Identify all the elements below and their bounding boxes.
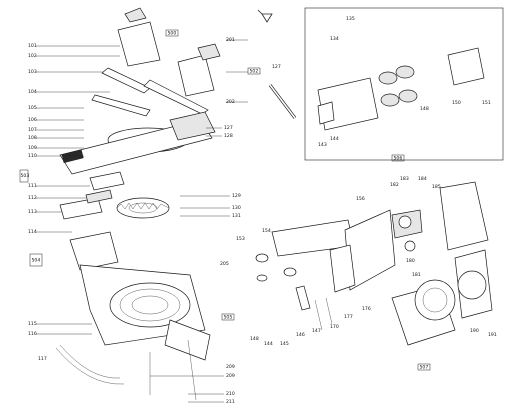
box-label: 502 [250,69,259,75]
callout: 144 [264,341,273,347]
callout: 144 [330,136,339,142]
callout: 170 [330,324,339,330]
callout: 151 [482,100,491,106]
callout: 114 [28,229,37,235]
orientation-arrow-icon [257,9,273,23]
callout: 210 [226,391,235,397]
callout: 113 [28,209,37,215]
boxed-labels: 500 502 503 504 505 506 507 [19,29,431,371]
callout: 105 [28,105,37,111]
callout: 185 [432,184,441,190]
callout: 112 [28,195,37,201]
callout: 176 [362,306,371,312]
shaft-parts [149,84,355,401]
box-label: 507 [420,365,429,371]
callout: 190 [470,328,479,334]
callout: 111 [28,183,37,189]
callout: 106 [28,117,37,123]
callout: 184 [418,176,427,182]
callout: 153 [236,236,245,242]
callout: 129 [232,193,241,199]
callout: 202 [226,99,235,105]
callout: 183 [400,176,409,182]
callout: 127 [224,125,233,131]
callout: 205 [220,261,229,267]
callout: 134 [330,36,339,42]
callout: 146 [296,332,305,338]
callout: 191 [488,332,497,338]
callouts-left: 101 102 103 104 105 106 107 108 109 110 … [28,43,47,362]
callout: 103 [28,69,37,75]
callout: 154 [262,228,271,234]
box-label: 506 [394,156,403,162]
lower-base-assembly [55,231,211,385]
callout: 177 [344,314,353,320]
turntable-assembly [59,111,216,175]
callout: 181 [412,272,421,278]
upper-guard-assembly [91,7,221,117]
box-label: 504 [32,258,41,264]
callout: 143 [318,142,327,148]
callout: 135 [346,16,355,22]
callout: 209 [226,364,235,370]
callout: 145 [280,341,289,347]
callout: 148 [250,336,259,342]
callout: 107 [28,127,37,133]
callout: 148 [420,106,429,112]
callout: 201 [226,37,235,43]
inset-motor-parts [317,47,485,131]
blade-guard [391,181,493,346]
callouts-center: 129 130 131 127 128 127 153 154 156 148 … [224,16,497,347]
clamp-parts [59,171,125,220]
callout: 102 [28,53,37,59]
leader-lines [36,39,248,403]
bottom-labels: 209 210 211 [226,373,235,405]
callouts-right: 201 202 205 209 [220,37,235,370]
callout: 211 [226,399,235,405]
callout: 104 [28,89,37,95]
callout: 180 [406,258,415,264]
callout: 108 [28,135,37,141]
spring-disc [116,197,170,219]
callout: 147 [312,328,321,334]
callout: 101 [28,43,37,49]
callout: 116 [28,331,37,337]
box-label: 503 [21,173,30,179]
box-label: 500 [168,31,177,37]
callout: 130 [232,205,241,211]
callout: 131 [232,213,241,219]
callout: 209 [226,373,235,379]
callout: 156 [356,196,365,202]
box-label: 505 [224,315,233,321]
callout: 117 [38,356,47,362]
callout: 127 [272,64,281,70]
callout: 109 [28,145,37,151]
callout: 128 [224,133,233,139]
callout: 110 [28,153,37,159]
callout: 115 [28,321,37,327]
callout: 182 [390,182,399,188]
callout: 150 [452,100,461,106]
motor-housing [329,209,423,293]
